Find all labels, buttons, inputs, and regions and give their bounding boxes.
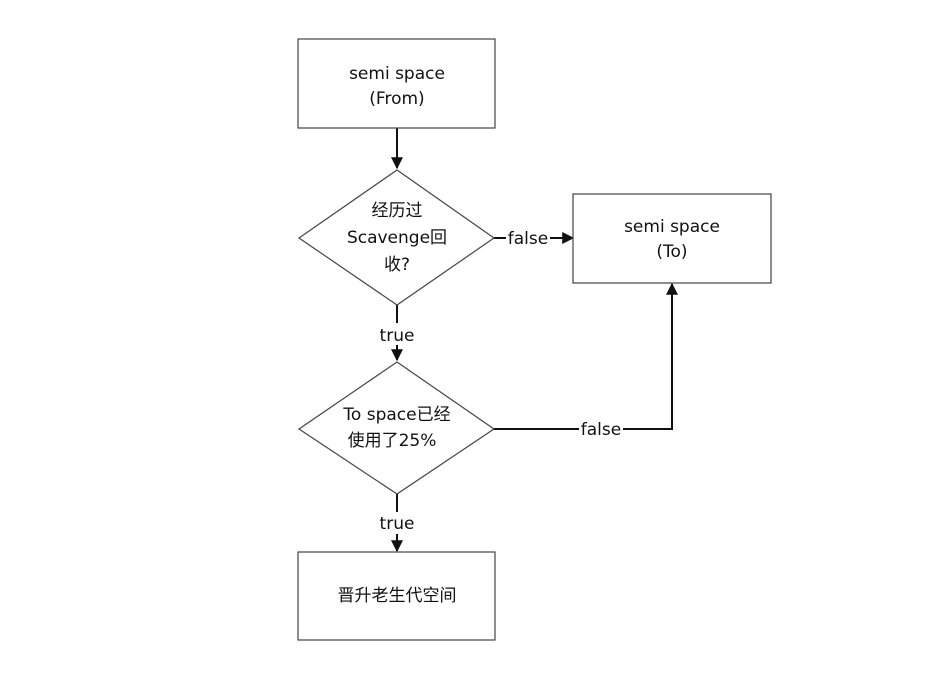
edge-label-decision2-false-text: false <box>581 420 621 440</box>
edge-decision2-to-to-space <box>494 282 678 430</box>
node-promote-line1: 晋升老生代空间 <box>338 586 457 606</box>
node-promote-old-space: 晋升老生代空间 <box>297 551 496 641</box>
edge-label-decision2-true: true <box>378 512 416 534</box>
edge-label-decision1-true: true <box>378 323 416 346</box>
decision1-line1: 经历过 <box>372 201 423 221</box>
decision1-line3: 收? <box>384 255 410 275</box>
edge-label-decision1-true-text: true <box>380 326 415 346</box>
node-semi-space-to: semi space (To) <box>572 193 772 284</box>
decision2-line1: To space已经 <box>342 405 450 425</box>
node-from-line1: semi space <box>349 64 445 84</box>
edge-label-decision2-false: false <box>579 418 623 440</box>
decision-scavenged: 经历过 Scavenge回 收? <box>297 169 496 306</box>
node-to-line1: semi space <box>624 217 720 237</box>
edge-label-decision2-true-text: true <box>380 514 415 534</box>
node-from-line2: (From) <box>369 89 424 109</box>
decision1-line2: Scavenge回 <box>347 228 447 248</box>
node-semi-space-from: semi space (From) <box>297 38 496 129</box>
decision2-line2: 使用了25% <box>348 430 437 451</box>
node-to-line2: (To) <box>656 242 687 262</box>
decision-to-space-usage: To space已经 使用了25% <box>297 361 496 495</box>
edge-label-decision1-false-text: false <box>508 229 548 249</box>
edge-label-decision1-false: false <box>506 226 550 249</box>
